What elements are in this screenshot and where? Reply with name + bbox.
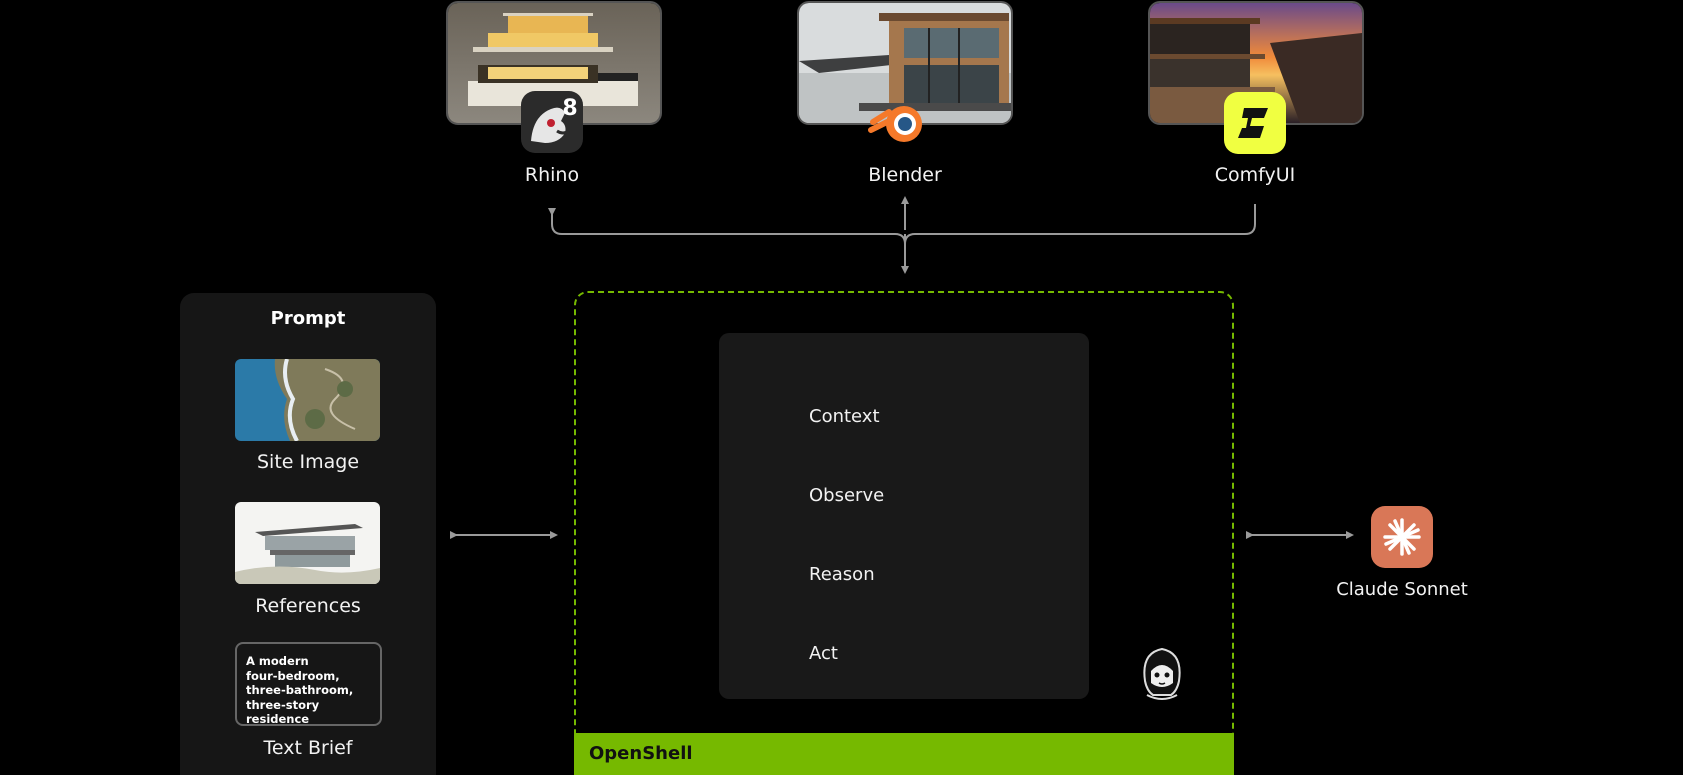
references-label: References	[255, 595, 361, 617]
claude-icon	[1371, 506, 1433, 568]
site-image-label: Site Image	[256, 451, 360, 473]
step-act: Act	[809, 643, 838, 664]
prompt-panel: Prompt Site Image References A modern fo…	[180, 293, 436, 775]
blender-render-thumbnail	[797, 1, 1013, 125]
svg-text:8: 8	[562, 96, 577, 121]
blender-icon	[867, 92, 929, 154]
openshell-frame	[574, 291, 1234, 775]
text-brief-box: A modern four-bedroom, three-bathroom, t…	[235, 642, 382, 726]
tool-label-rhino: Rhino	[524, 164, 580, 186]
agent-loop-panel	[719, 333, 1089, 699]
step-observe: Observe	[809, 485, 885, 506]
openshell-bar: OpenShell	[574, 733, 1234, 775]
text-brief-content: A modern four-bedroom, three-bathroom, t…	[246, 654, 354, 726]
rhino-icon: 8	[521, 91, 583, 153]
prompt-title: Prompt	[270, 308, 346, 329]
openshell-label: OpenShell	[589, 743, 693, 764]
step-context: Context	[809, 406, 880, 427]
comfyui-icon	[1224, 92, 1286, 154]
references-thumbnail	[235, 502, 380, 584]
agent-mascot-icon	[1137, 641, 1187, 701]
claude-sonnet-label: Claude Sonnet	[1336, 579, 1468, 600]
site-image-thumbnail	[235, 359, 380, 441]
tool-label-blender: Blender	[868, 164, 942, 186]
text-brief-label: Text Brief	[263, 737, 353, 759]
tool-label-comfyui: ComfyUI	[1214, 164, 1296, 186]
step-reason: Reason	[809, 564, 875, 585]
